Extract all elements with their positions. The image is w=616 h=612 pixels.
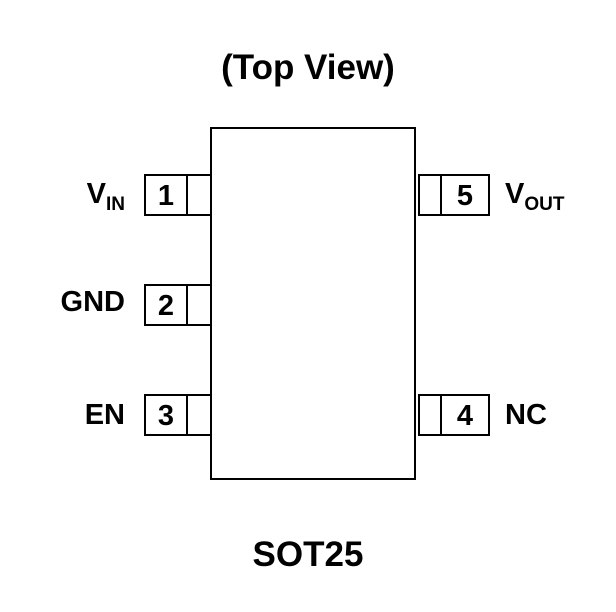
pin-3-label: EN bbox=[85, 398, 125, 432]
pin-2: 2 bbox=[144, 284, 212, 326]
pin-5-name: V bbox=[505, 178, 525, 210]
pin-4-label: NC bbox=[505, 398, 547, 432]
pin-5: 5 bbox=[418, 174, 490, 216]
chip-body bbox=[210, 127, 416, 480]
pin-5-label: VOUT bbox=[505, 177, 564, 215]
pin-3: 3 bbox=[144, 394, 212, 436]
pin-1-subscript: IN bbox=[106, 194, 125, 215]
pin-1-number: 1 bbox=[146, 176, 188, 214]
pin-4-number: 4 bbox=[440, 396, 488, 434]
pin-5-subscript: OUT bbox=[524, 194, 565, 215]
pin-3-name: EN bbox=[84, 399, 125, 431]
pin-3-number: 3 bbox=[146, 396, 188, 434]
pin-2-number: 2 bbox=[146, 286, 188, 324]
pin-4: 4 bbox=[418, 394, 490, 436]
pin-2-label: GND bbox=[61, 285, 125, 319]
pin-2-name: GND bbox=[60, 286, 125, 318]
pin-4-name: NC bbox=[505, 399, 547, 431]
diagram-title: (Top View) bbox=[221, 48, 395, 87]
package-name: SOT25 bbox=[252, 535, 364, 574]
pin-1: 1 bbox=[144, 174, 212, 216]
pin-1-name: V bbox=[86, 178, 106, 210]
pin-1-label: VIN bbox=[87, 177, 125, 215]
pin-5-number: 5 bbox=[440, 176, 488, 214]
